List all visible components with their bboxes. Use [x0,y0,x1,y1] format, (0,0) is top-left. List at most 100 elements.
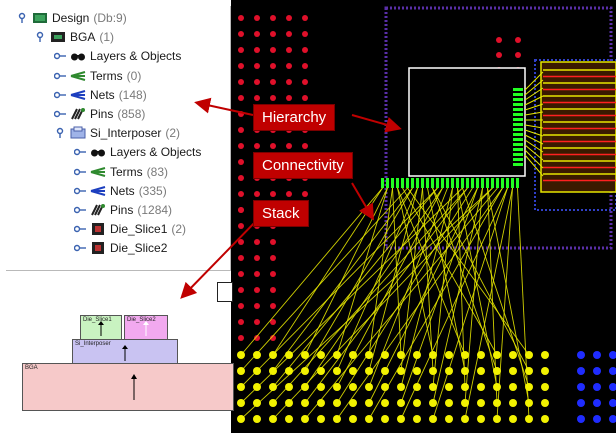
tree-collapse-line-icon[interactable] [54,50,66,62]
up-arrow-icon [143,321,149,336]
tree-item-label: Design [52,11,90,25]
tree-item-label: Nets [90,87,115,102]
yellow-ball [301,367,309,375]
yellow-ball [301,399,309,407]
tree-collapse-line-icon[interactable] [74,166,86,178]
blue-ball [593,367,601,375]
red-ball [302,15,308,21]
red-ball [254,47,260,53]
tree-item[interactable]: Pins(858) [54,105,145,123]
tree-collapse-line-icon[interactable] [54,108,66,120]
green-pad [416,178,419,188]
tree-item[interactable]: Design(Db:9) [16,9,127,27]
yellow-ball [253,383,261,391]
tree-collapse-line-icon[interactable] [74,185,86,197]
tree-collapse-line-icon[interactable] [54,127,66,139]
red-ball [270,303,276,309]
red-ball [270,95,276,101]
fanout-trace [524,103,544,111]
fanout-trace [524,124,544,129]
yellow-ball [445,383,453,391]
red-ball [302,79,308,85]
stack-diagram: Die_Slice1 Die_Slice2 Si_Interposer BGA [10,290,234,415]
green-pad [431,178,434,188]
red-ball [286,47,292,53]
yellow-ball [541,383,549,391]
tree-item[interactable]: Si_Interposer(2) [54,124,180,142]
layout-canvas[interactable] [231,0,616,433]
terms-icon [70,69,86,83]
yellow-ball [445,399,453,407]
glasses-icon [90,145,106,159]
yellow-ball [445,415,453,423]
fanout-trace [524,95,544,106]
blue-ball [593,399,601,407]
signal-trace [432,187,530,372]
tree-item-label: Layers & Objects [90,49,182,64]
red-ball [286,63,292,69]
signal-trace [422,187,434,372]
signal-trace [336,187,388,356]
yellow-ball [413,399,421,407]
nets-icon [70,88,86,102]
tree-item[interactable]: Pins(1284) [74,201,172,219]
yellow-ball [429,383,437,391]
green-pad [406,178,409,188]
signal-trace [432,187,498,372]
yellow-ball [237,415,245,423]
signal-trace [240,187,463,404]
red-ball [254,319,260,325]
yellow-ball [413,351,421,359]
yellow-ball [365,399,373,407]
green-pad [401,178,404,188]
yellow-ball [349,415,357,423]
red-ball [238,31,244,37]
tree-item[interactable]: Nets(148) [54,86,147,104]
red-ball [270,143,276,149]
tree-item-label: Terms [90,68,123,83]
up-arrow-icon [122,345,128,361]
green-pad [513,133,523,136]
yellow-ball [397,367,405,375]
tree-item[interactable]: Terms(0) [54,67,141,85]
signal-trace [336,187,418,372]
yellow-ball [509,415,517,423]
yellow-ball [525,383,533,391]
red-ball [286,143,292,149]
yellow-ball [269,399,277,407]
tree-item[interactable]: Nets(335) [74,182,167,200]
stack-die-slice2: Die_Slice2 [124,315,168,341]
green-pad [513,103,523,106]
signal-trace [462,187,530,388]
green-pad [451,178,454,188]
tree-collapse-line-icon[interactable] [74,146,86,158]
yellow-ball [269,415,277,423]
yellow-ball [477,367,485,375]
yellow-ball [541,367,549,375]
red-ball [515,37,521,43]
tree-collapse-line-icon[interactable] [54,89,66,101]
tree-item[interactable]: Die_Slice2 [74,239,167,257]
tree-collapse-line-icon[interactable] [74,223,86,235]
tree-collapse-line-icon[interactable] [74,204,86,216]
yellow-ball [461,351,469,359]
tree-expanded-icon[interactable] [34,31,46,43]
tree-item-label: Si_Interposer [90,126,162,141]
tree-item[interactable]: Layers & Objects [54,47,181,65]
red-ball [238,47,244,53]
tree-collapse-line-icon[interactable] [54,70,66,82]
tree-expanded-icon[interactable] [16,12,28,24]
tree-collapse-line-icon[interactable] [74,242,86,254]
yellow-ball [541,415,549,423]
yellow-ball [285,383,293,391]
red-ball [254,271,260,277]
tree-item[interactable]: Terms(83) [74,163,168,181]
tree-item[interactable]: Die_Slice1(2) [74,220,186,238]
red-ball [254,303,260,309]
tree-item-label: Layers & Objects [110,145,202,160]
tree-item[interactable]: Layers & Objects [74,143,201,161]
tree-item[interactable]: BGA(1) [34,28,114,46]
up-arrow-icon [98,321,104,336]
red-ball [254,15,260,21]
stack-callout: Stack [253,200,309,227]
